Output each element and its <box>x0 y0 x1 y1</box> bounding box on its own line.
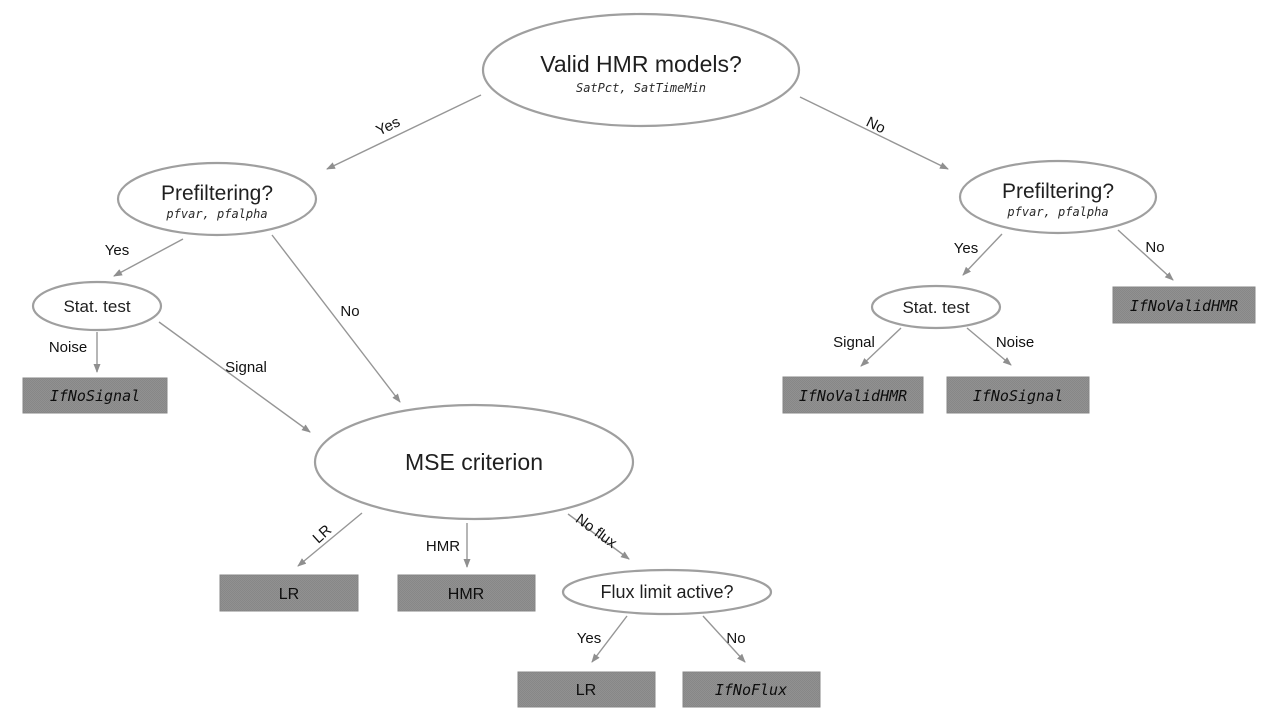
arrow-prefl-to-stat-test-left <box>113 238 184 277</box>
edges <box>93 94 1174 663</box>
arrow-flux-to-ifnoflux <box>702 615 746 663</box>
prefiltering-right-ellipse <box>958 159 1158 235</box>
outcome-lr-mid: LR <box>219 574 359 612</box>
node-mse-criterion: MSE criterion <box>313 403 635 521</box>
ifnosignal-right-box <box>946 376 1090 414</box>
arrow-flux-to-lr <box>591 615 628 663</box>
edge-label-mse-noflux: No flux <box>572 511 620 552</box>
outcome-ifnoflux: IfNoFlux <box>682 671 821 708</box>
prefiltering-left-ellipse <box>116 161 318 237</box>
outcome-ifnosignal-right: IfNoSignal <box>946 376 1090 414</box>
edge-label-mse-lr: LR <box>310 522 336 548</box>
edge-label-statr-signal: Signal <box>833 334 875 351</box>
ifnovalidhmr-right-label: IfNoValidHMR <box>1130 297 1238 315</box>
prefiltering-left-label: Prefiltering? <box>161 182 273 205</box>
arrow-statl-to-mse <box>158 321 311 433</box>
arrow-valid-to-prefiltering-right <box>799 96 949 170</box>
ifnosignal-left-box <box>22 377 168 414</box>
outcome-hmr: HMR <box>397 574 536 612</box>
node-valid-hmr-models: Valid HMR models? SatPct, SatTimeMin <box>481 12 801 128</box>
stat-test-right-ellipse <box>870 284 1002 330</box>
flux-limit-ellipse <box>561 568 773 616</box>
hmr-label: HMR <box>448 586 484 603</box>
edge-label-prefl-yes: Yes <box>105 242 129 259</box>
stat-test-right-label: Stat. test <box>902 298 969 317</box>
hmr-box <box>397 574 536 612</box>
edge-label-flux-no: No <box>726 630 745 647</box>
outcome-ifnosignal-left: IfNoSignal <box>22 377 168 414</box>
node-prefiltering-left: Prefiltering? pfvar, pfalpha <box>116 161 318 237</box>
outcome-lr-bottom: LR <box>517 671 656 708</box>
outcome-ifnovalidhmr-right: IfNoValidHMR <box>1112 286 1256 324</box>
flux-limit-label: Flux limit active? <box>600 582 733 602</box>
arrow-valid-to-prefiltering-left <box>326 94 482 170</box>
arrow-prefl-to-mse <box>271 234 401 403</box>
ifnovalidhmr-mid-label: IfNoValidHMR <box>799 387 907 405</box>
edge-label-prefr-no: No <box>1145 239 1164 256</box>
arrow-prefr-to-ifnovalidhmr <box>1117 229 1174 281</box>
ifnovalidhmr-right-box <box>1112 286 1256 324</box>
edge-label-statr-noise: Noise <box>996 334 1034 351</box>
lr-mid-label: LR <box>279 586 299 603</box>
prefiltering-right-params: pfvar, pfalpha <box>1006 205 1108 219</box>
valid-hmr-label: Valid HMR models? <box>540 51 742 77</box>
edge-label-flux-yes: Yes <box>577 630 601 647</box>
stat-test-left-label: Stat. test <box>63 297 130 316</box>
edge-label-mse-hmr: HMR <box>426 538 460 555</box>
mse-criterion-ellipse <box>313 403 635 521</box>
arrow-mse-to-lr <box>297 512 363 567</box>
mse-criterion-label: MSE criterion <box>405 449 543 475</box>
ifnosignal-right-label: IfNoSignal <box>973 387 1063 405</box>
ifnosignal-left-label: IfNoSignal <box>50 387 140 405</box>
edge-label-prefl-no: No <box>340 303 359 320</box>
arrow-prefr-to-stat-test-right <box>962 233 1003 276</box>
node-flux-limit-active: Flux limit active? <box>561 568 773 616</box>
edge-labels: Yes No Yes No Noise Signal LR HMR No flu… <box>49 113 1165 647</box>
lr-bottom-label: LR <box>576 682 596 699</box>
outcome-ifnovalidhmr-mid: IfNoValidHMR <box>782 376 924 414</box>
node-prefiltering-right: Prefiltering? pfvar, pfalpha <box>958 159 1158 235</box>
prefiltering-right-label: Prefiltering? <box>1002 180 1114 203</box>
ifnoflux-box <box>682 671 821 708</box>
valid-hmr-ellipse <box>481 12 801 128</box>
stat-test-left-ellipse <box>31 280 163 332</box>
edge-label-statl-signal: Signal <box>225 359 267 376</box>
ifnoflux-label: IfNoFlux <box>715 681 787 699</box>
node-stat-test-right: Stat. test <box>870 284 1002 330</box>
arrow-statr-to-ifnosignal <box>966 327 1012 366</box>
edge-label-valid-no: No <box>863 114 888 138</box>
lr-mid-box <box>219 574 359 612</box>
arrow-mse-to-flux-limit <box>567 513 630 560</box>
ifnovalidhmr-mid-box <box>782 376 924 414</box>
arrow-statr-to-ifnovalidhmr <box>860 327 902 367</box>
lr-bottom-box <box>517 671 656 708</box>
valid-hmr-params: SatPct, SatTimeMin <box>576 81 706 95</box>
node-stat-test-left: Stat. test <box>31 280 163 332</box>
edge-label-prefr-yes: Yes <box>954 240 978 257</box>
edge-label-statl-noise: Noise <box>49 339 87 356</box>
prefiltering-left-params: pfvar, pfalpha <box>165 207 267 221</box>
edge-label-valid-yes: Yes <box>373 113 402 139</box>
